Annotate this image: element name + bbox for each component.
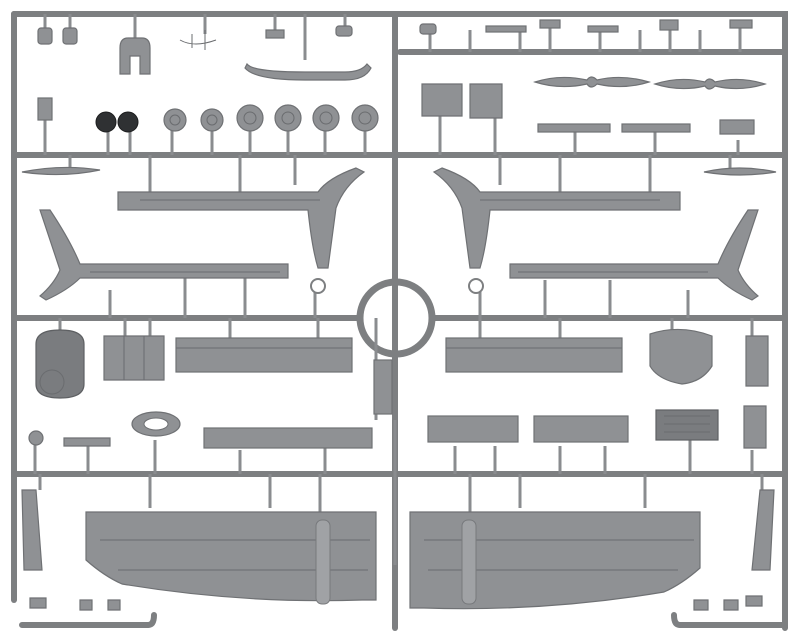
ring-gate-left [310,278,326,294]
tail-boom-lower [39,209,759,301]
tail-boom-upper [117,167,681,269]
central-ring [356,278,436,358]
propellers-and-fittings [419,19,777,176]
wheel-row [95,104,379,133]
sprue-frame [11,11,788,631]
lower-middle-parts [28,405,767,449]
middle-row-parts [35,328,769,415]
ring-gate-right [468,278,484,294]
antenna-part [21,166,101,176]
small-fittings [37,25,372,121]
corner-small-parts [29,595,763,611]
wing-halves [21,489,775,610]
